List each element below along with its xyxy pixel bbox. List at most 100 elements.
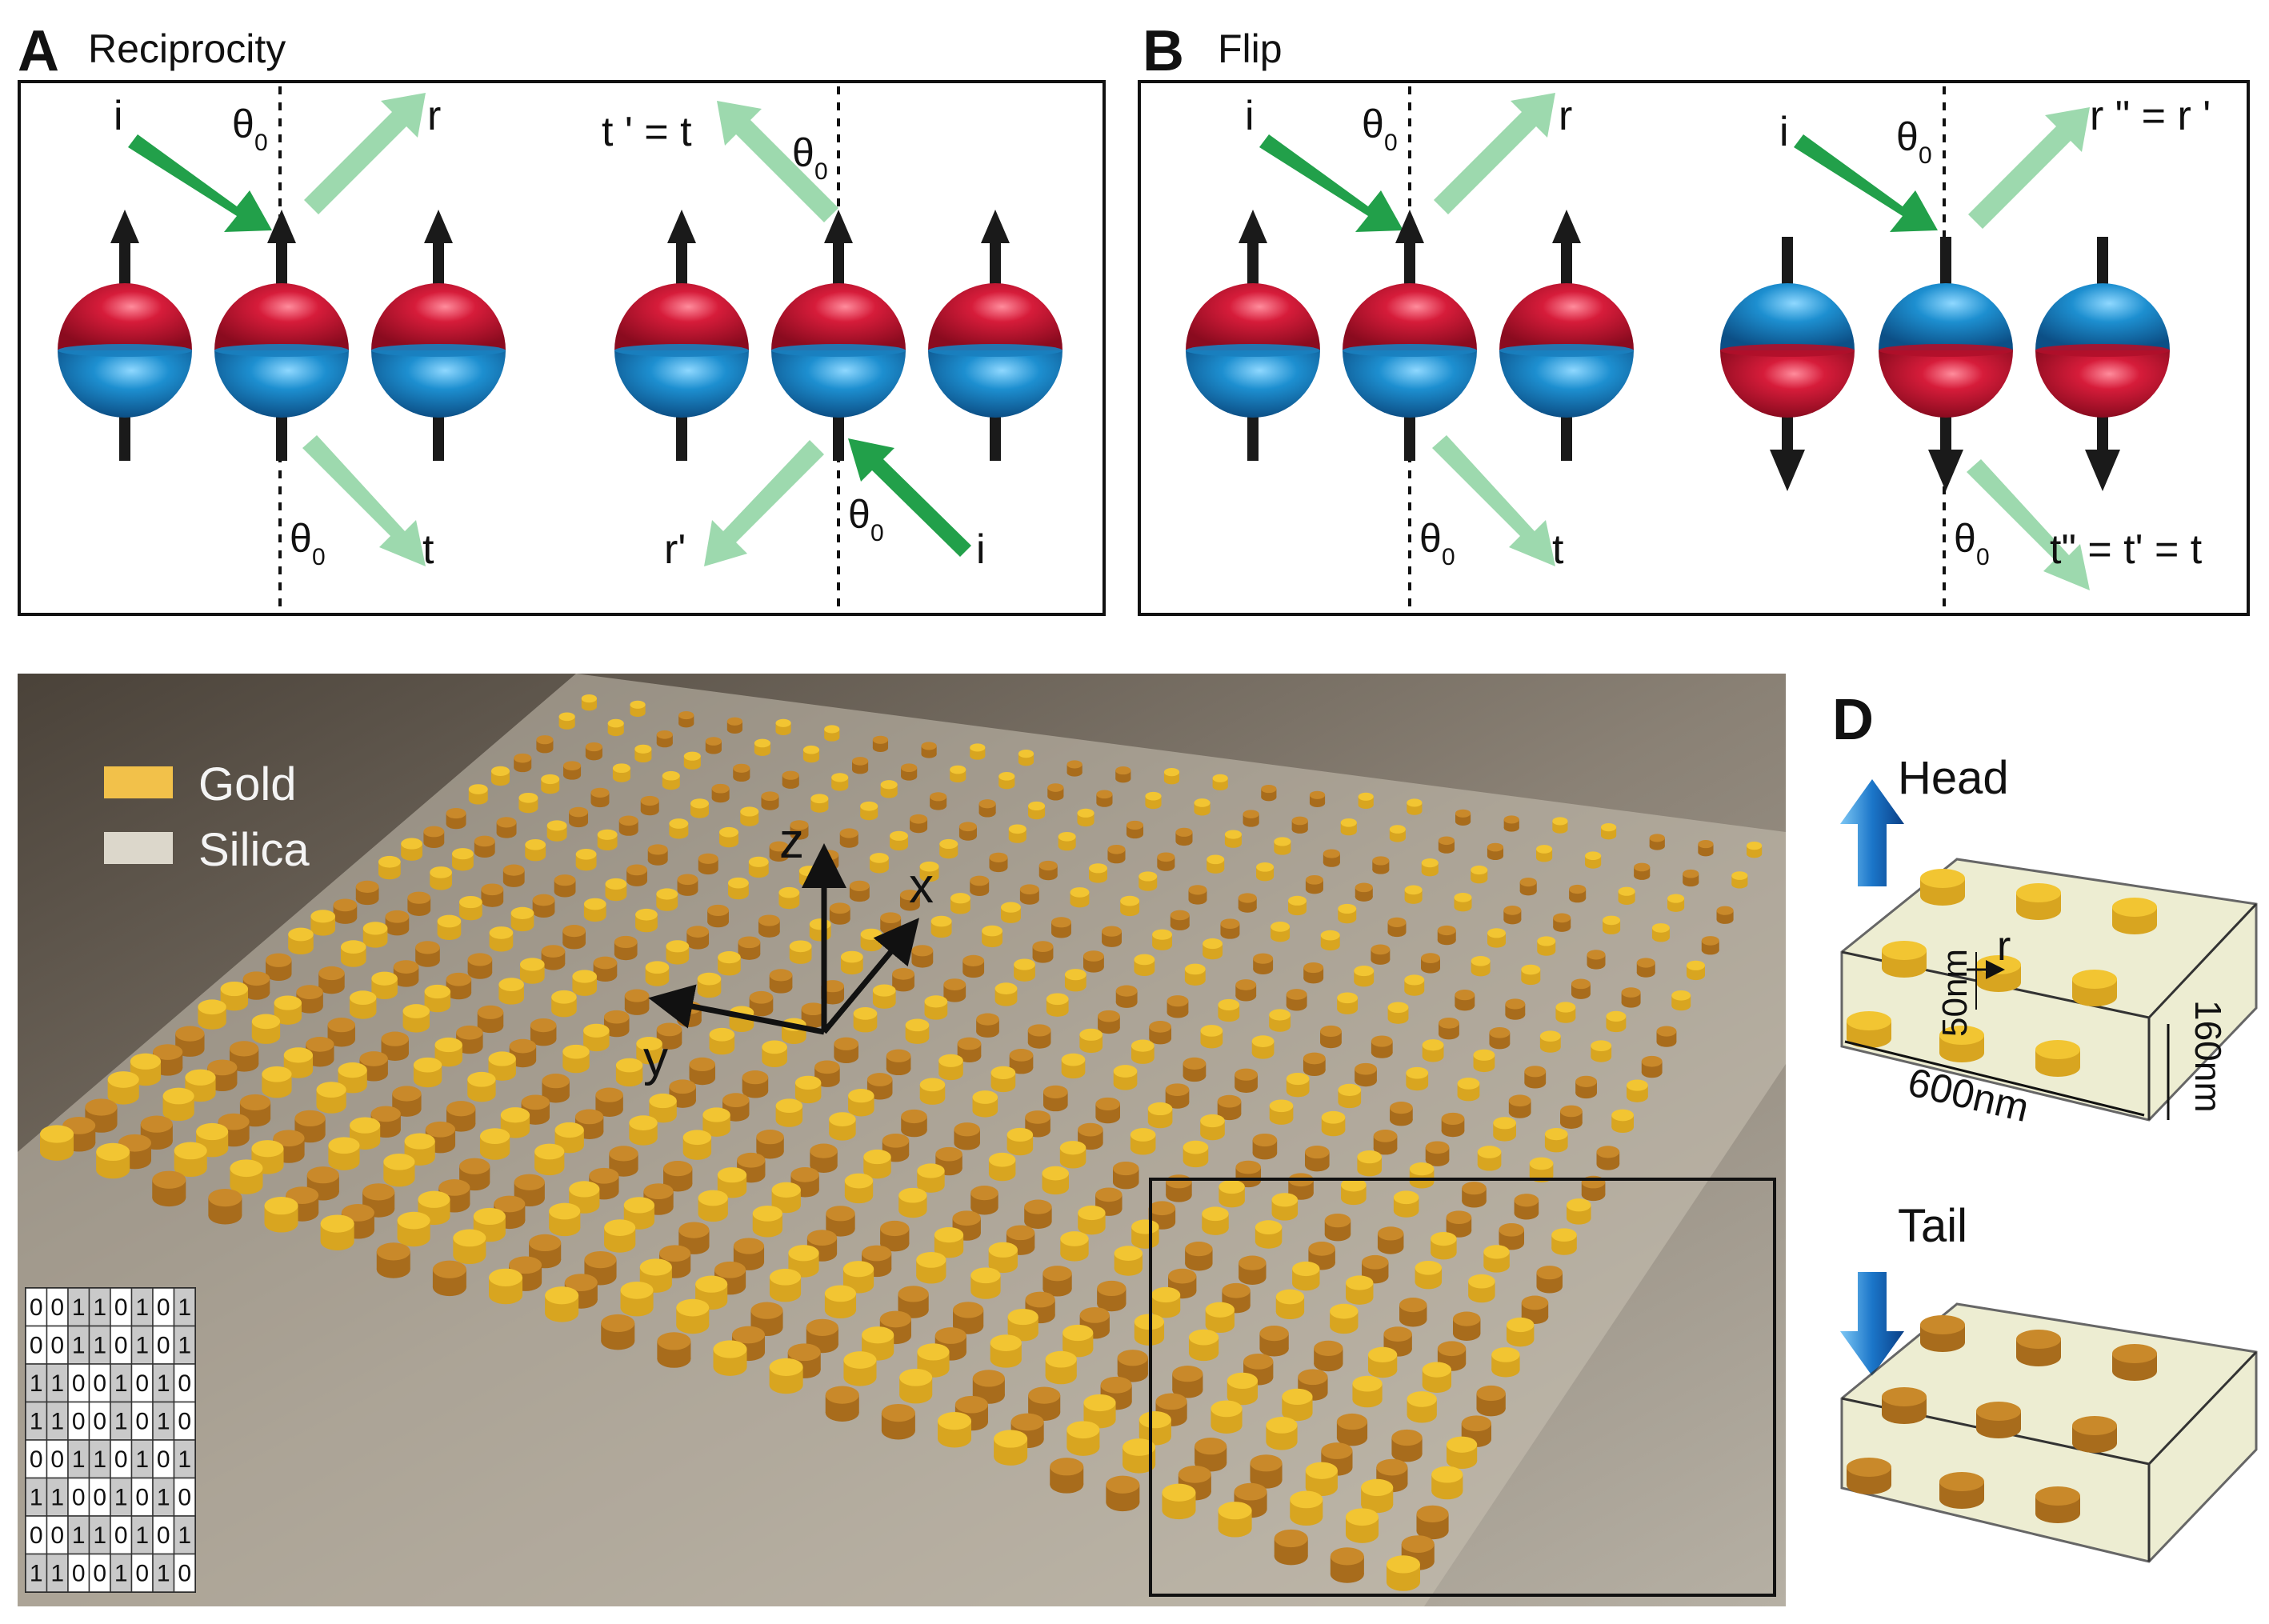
gold-pillar <box>614 935 638 961</box>
binary-cell <box>110 1325 133 1365</box>
gold-pillar <box>676 1298 710 1334</box>
gold-pillar <box>1487 842 1504 861</box>
gold-pillar <box>1361 1478 1394 1514</box>
gold-pillar <box>809 918 831 942</box>
gold-pillar <box>1292 1261 1320 1291</box>
gold-pillar <box>1130 1039 1155 1064</box>
gold-pillar <box>1499 1222 1525 1250</box>
gold-pillar <box>1716 906 1734 924</box>
x-axis <box>822 918 919 1034</box>
gold-pillar <box>645 961 670 986</box>
gold-pillar <box>520 958 545 984</box>
gold-pillar <box>938 1054 963 1081</box>
gold-pillar <box>950 765 966 783</box>
gold-pillar <box>1536 1266 1563 1294</box>
gold-pillar <box>1386 1555 1420 1591</box>
gold-pillar <box>1641 1055 1663 1078</box>
gold-pillar <box>880 912 902 934</box>
gold-pillar <box>1552 817 1568 834</box>
gold-pillar <box>662 770 680 790</box>
binary-cell-value: 0 <box>157 1333 170 1359</box>
panel-b-letter: B <box>1143 19 1184 83</box>
binary-cell <box>152 1401 175 1441</box>
gold-pillar <box>1066 1421 1100 1456</box>
binary-cell <box>25 1477 48 1517</box>
gold-pillar <box>719 826 738 848</box>
gold-pillar <box>852 757 869 774</box>
gold-pillar <box>1050 1458 1084 1494</box>
unit-cell-pillar <box>1882 1387 1927 1424</box>
gold-pillar <box>583 1023 610 1052</box>
gold-pillar <box>378 855 401 880</box>
gold-pillar <box>901 763 918 781</box>
gold-pillar <box>769 841 789 862</box>
gold-pillar <box>1611 1109 1635 1134</box>
unit-cell-pillar <box>2112 898 2157 934</box>
binary-cell <box>152 1477 175 1517</box>
gold-pillar <box>1457 1078 1480 1102</box>
binary-cell-value: 1 <box>135 1446 149 1473</box>
gold-pillar <box>1274 1529 1308 1566</box>
dipole-up <box>371 210 506 461</box>
binary-cell-value: 1 <box>50 1409 64 1435</box>
gold-pillar <box>1170 910 1190 930</box>
gold-pillar <box>686 926 710 950</box>
gold-pillar <box>970 875 990 896</box>
gold-pillar <box>1683 869 1699 887</box>
head-label: Head <box>1898 752 2009 804</box>
gold-pillar <box>824 725 840 742</box>
gold-pillar <box>1217 1094 1242 1121</box>
gold-pillar <box>402 1004 430 1033</box>
binary-cell-value: 0 <box>114 1446 128 1473</box>
gold-pillar <box>1113 1065 1138 1090</box>
gold-pillar <box>1188 1329 1219 1362</box>
dipole-up <box>614 210 749 461</box>
incident-arrow <box>128 134 272 232</box>
gold-pillar <box>488 1268 523 1305</box>
gold-pillar <box>919 1078 946 1105</box>
gold-pillar <box>437 914 462 941</box>
binary-cell <box>88 1363 111 1403</box>
gold-pillar <box>1097 1280 1126 1312</box>
binary-cell-value: 1 <box>157 1485 170 1511</box>
gold-pillar <box>1671 990 1691 1011</box>
gold-pillar <box>489 926 514 952</box>
gold-pillar <box>1636 958 1655 978</box>
binary-cell <box>67 1325 90 1365</box>
gold-pillar <box>1019 884 1039 905</box>
gold-pillar <box>1585 851 1602 869</box>
gold-pillar <box>1200 1025 1223 1049</box>
gold-pillar <box>1601 823 1617 840</box>
gold-pillar <box>1219 1179 1245 1208</box>
gold-pillar <box>605 878 627 902</box>
gold-pillar <box>1077 808 1094 827</box>
gold-pillar <box>1151 1286 1181 1318</box>
label-r: r <box>1559 93 1572 139</box>
gold-pillar <box>972 1090 998 1118</box>
gold-pillar <box>829 902 850 925</box>
gold-pillar <box>899 890 920 911</box>
binary-cell-value: 0 <box>93 1409 106 1435</box>
gold-pillar <box>1115 985 1138 1008</box>
gold-pillar <box>554 1122 584 1154</box>
gold-pillar <box>296 985 323 1014</box>
gold-pillar <box>1438 836 1455 854</box>
gold-pillar <box>1471 865 1488 884</box>
dim-height-label: 160nm <box>2187 1000 2229 1113</box>
gold-pillar <box>1439 1018 1459 1040</box>
binary-cell-value: 1 <box>30 1409 43 1435</box>
gold-pillar <box>316 1082 346 1114</box>
gold-pillar <box>866 1073 893 1100</box>
label-t-dblprime: t" = t' = t <box>2050 526 2203 573</box>
gold-pillar <box>970 743 986 760</box>
gold-pillar <box>921 742 937 758</box>
legend-silica-swatch <box>104 832 173 864</box>
gold-pillar <box>1126 820 1144 839</box>
gold-pillar <box>1489 1026 1511 1050</box>
gold-pillar <box>1106 1475 1140 1512</box>
gold-pillar <box>532 894 555 918</box>
gold-pillar <box>860 801 878 821</box>
gold-pillar <box>310 910 336 936</box>
gold-pillar <box>604 1219 636 1253</box>
